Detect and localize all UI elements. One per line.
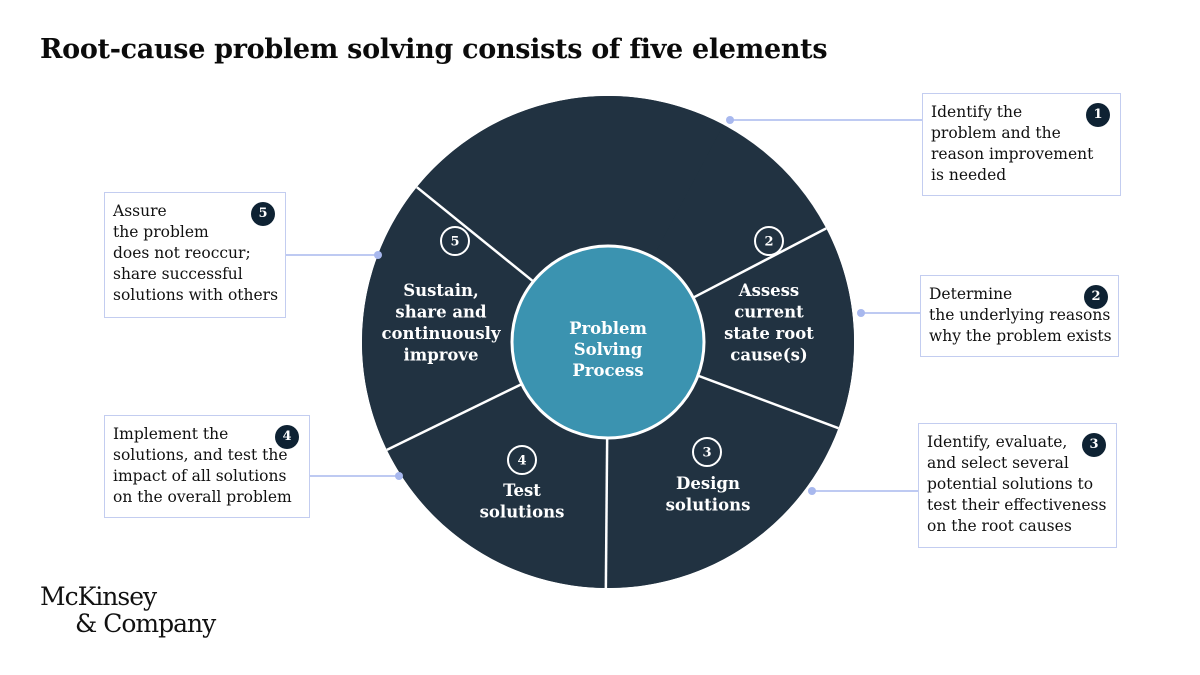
segment-number-circle [692,437,722,467]
connector-dot [726,116,734,124]
callout-connectors [286,119,922,492]
center-label-line: Problem [569,319,647,338]
callout-text-line: Identify the [931,103,1023,121]
segment-label-line: solutions [666,496,751,515]
callout-number-badge: 2 [1084,285,1108,309]
segment-label-line: Design [676,474,740,493]
segment-wedge [361,187,534,450]
segment-label-line: solutions [480,503,565,522]
callout-text-line: the problem [113,223,209,241]
segment-divider [386,382,523,451]
mckinsey-logo: McKinsey & Company [40,582,216,638]
segment-label-line: continuously [381,324,500,343]
segment-label-line: share and [395,303,487,322]
callout-identify: 1 Identify the problem and the reason im… [922,93,1121,196]
callout-text-line: Determine [929,285,1013,303]
segment-label-line: cause(s) [730,346,807,365]
segment-divider [416,186,535,283]
callout-text-line: impact of all solutions [113,467,287,485]
callout-number-badge: 4 [275,425,299,449]
segment-wedge [605,375,839,588]
callout-text-line: on the overall problem [113,488,292,506]
callout-text-line: the underlying reasons [929,306,1111,324]
segment-number-circle [507,445,537,475]
segment-number: 5 [450,235,459,250]
callout-text-line: does not reoccur; [113,244,251,262]
callout-text-line: why the problem exists [929,327,1112,345]
callout-text-line: share successful [113,265,243,283]
segment-wedge [386,384,608,588]
connector-dot [857,309,865,317]
callout-test: 4 Implement the solutions, and test the … [104,415,310,518]
segment-label-line: state root [724,324,814,343]
center-label-line: Process [572,361,643,380]
segment-number: 4 [517,454,526,469]
segment-number-circle [440,226,470,256]
center-circle [510,244,706,440]
connector-dot [374,251,382,259]
segment-divider [697,374,839,430]
segment-label-line: current [734,303,804,322]
callout-assess: 2 Determine the underlying reasons why t… [920,275,1119,357]
callout-text-line: problem and the [931,124,1061,142]
callout-text-line: test their effectiveness [927,496,1107,514]
callout-text-line: Implement the [113,425,229,443]
callout-text-line: potential solutions to [927,475,1094,493]
segment-label-line: Assess [738,281,799,300]
callout-text-line: solutions, and test the [113,446,288,464]
segment-divider [692,227,827,299]
callout-number-badge: 3 [1082,433,1106,457]
callout-text-line: is needed [931,166,1007,184]
segment-number: 3 [702,446,711,461]
logo-line-2: & Company [75,609,216,638]
segment-number: 2 [764,235,773,250]
callout-design: 3 Identify, evaluate, and select several… [918,423,1117,548]
callout-text-line: and select several [927,454,1069,472]
center-label-line: Solving [574,340,643,359]
segment-wedge [416,95,724,282]
segment-divider [604,437,609,589]
segment-label-line: Sustain, [403,281,479,300]
page-title: Root-cause problem solving consists of f… [40,34,828,65]
callout-text-line: on the root causes [927,517,1072,535]
callout-number-badge: 5 [251,202,275,226]
callout-sustain: 5 Assure the problem does not reoccur; s… [104,192,286,318]
connector-dot [808,487,816,495]
callout-text-line: solutions with others [113,286,279,304]
segment-label-line: Test [503,481,541,500]
logo-line-1: McKinsey [40,582,157,611]
callout-text-line: Assure [113,202,167,220]
callout-number-badge: 1 [1086,103,1110,127]
connector-dot [395,472,403,480]
segment-wedge [693,228,854,429]
segment-number-circle [754,226,784,256]
callout-text-line: reason improvement [931,145,1094,163]
segment-label-line: improve [403,346,478,365]
callout-text-line: Identify, evaluate, [927,433,1068,451]
